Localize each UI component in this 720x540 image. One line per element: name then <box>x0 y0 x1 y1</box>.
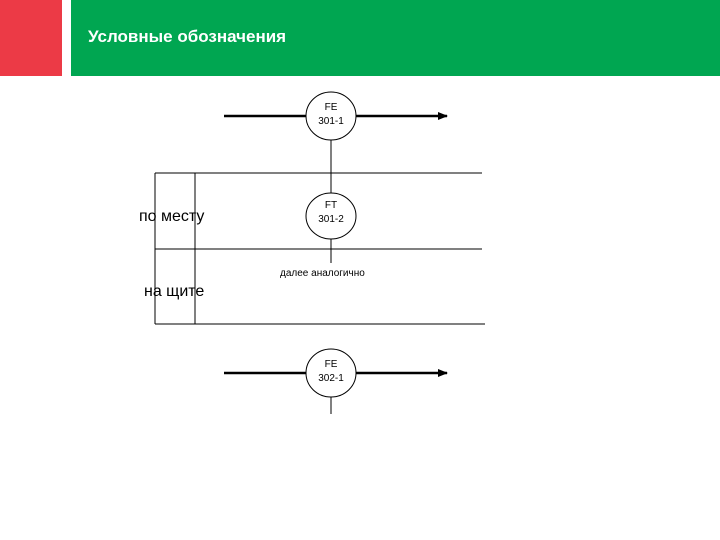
instrument-circle-fe-301-1 <box>305 91 357 141</box>
instrument-circle-ft-301-2 <box>305 192 357 240</box>
instrument-tag-line1: FE <box>324 359 338 370</box>
continuation-note: далее аналогично <box>280 268 365 279</box>
slide-title: Условные обозначения <box>88 27 287 46</box>
instrument-tag-line2: 301-2 <box>318 214 344 225</box>
instrument-tag-line2: 301-1 <box>318 116 344 127</box>
instrument-fe-301-1-label: FE 301-1 <box>301 101 361 129</box>
instrument-ft-301-2-label: FT 301-2 <box>301 199 361 227</box>
instrument-tag-line1: FT <box>324 200 338 211</box>
header-red-block <box>0 0 62 76</box>
header-green-bar <box>71 0 720 76</box>
instrument-fe-302-1-label: FE 302-1 <box>301 358 361 386</box>
instrument-circle-fe-302-1 <box>305 348 357 398</box>
instrument-tag-line2: 302-1 <box>318 373 344 384</box>
row-label-panel: на щите <box>144 283 205 300</box>
row-label-local: по месту <box>139 208 205 225</box>
instrument-tag-line1: FE <box>324 102 338 113</box>
